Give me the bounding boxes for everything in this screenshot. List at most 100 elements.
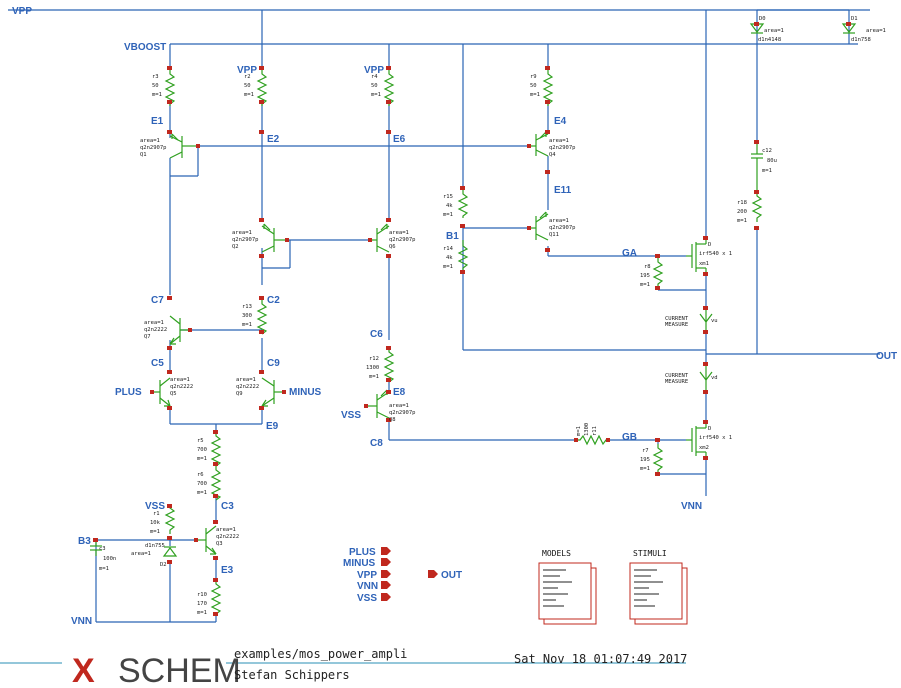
svg-text:q2n2907p: q2n2907p bbox=[389, 410, 416, 416]
svg-text:r13: r13 bbox=[242, 304, 252, 310]
svg-text:Q9: Q9 bbox=[236, 391, 243, 397]
svg-text:q2n2907p: q2n2907p bbox=[232, 237, 259, 243]
svg-text:q2n2222: q2n2222 bbox=[236, 384, 259, 390]
svg-text:10k: 10k bbox=[150, 520, 161, 526]
svg-text:r7: r7 bbox=[642, 448, 649, 454]
net-label-vpp-r4: VPP bbox=[364, 65, 384, 76]
port-vss[interactable]: VSS bbox=[357, 593, 377, 604]
svg-text:m=1: m=1 bbox=[150, 529, 160, 535]
models-doc[interactable]: MODELS bbox=[538, 549, 597, 625]
svg-text:c12: c12 bbox=[762, 148, 772, 154]
svg-text:170: 170 bbox=[197, 601, 207, 607]
svg-text:D2: D2 bbox=[160, 562, 167, 568]
svg-text:xm2: xm2 bbox=[699, 445, 709, 451]
svg-text:CURRENT: CURRENT bbox=[665, 373, 689, 379]
net-label-b1: B1 bbox=[446, 231, 459, 242]
component-symbols bbox=[90, 23, 857, 615]
net-label-e3: E3 bbox=[221, 565, 234, 576]
svg-text:m=1: m=1 bbox=[443, 264, 453, 270]
port-vnn[interactable]: VNN bbox=[357, 581, 378, 592]
svg-text:Q6: Q6 bbox=[389, 244, 396, 250]
svg-text:m=1: m=1 bbox=[737, 218, 747, 224]
svg-text:area=1: area=1 bbox=[170, 377, 190, 383]
svg-text:r12: r12 bbox=[369, 356, 379, 362]
net-label-c9: C9 bbox=[267, 358, 280, 369]
net-label-vnn-left: VNN bbox=[71, 616, 92, 627]
svg-text:D1: D1 bbox=[851, 16, 858, 22]
svg-text:vu: vu bbox=[711, 318, 718, 324]
resistor-r15 bbox=[457, 188, 469, 218]
svg-text:r6: r6 bbox=[197, 472, 204, 478]
resistor-r5 bbox=[210, 432, 222, 467]
svg-text:D0: D0 bbox=[759, 16, 766, 22]
pin-markers bbox=[93, 22, 851, 616]
net-label-c3: C3 bbox=[221, 501, 234, 512]
svg-text:Q5: Q5 bbox=[170, 391, 177, 397]
svg-text:50: 50 bbox=[371, 83, 378, 89]
net-label-vboost: VBOOST bbox=[124, 42, 166, 53]
svg-text:r11: r11 bbox=[592, 426, 598, 436]
resistor-r11 bbox=[576, 434, 610, 446]
port-plus[interactable]: PLUS bbox=[349, 547, 376, 558]
schematic-date: Sat Nov 18 01:07:49 2017 bbox=[514, 652, 687, 666]
resistor-r2 bbox=[256, 68, 268, 106]
xschem-logo-text: SCHEM bbox=[118, 652, 241, 688]
svg-text:m=1: m=1 bbox=[443, 212, 453, 218]
svg-text:r1: r1 bbox=[153, 511, 160, 517]
port-out[interactable]: OUT bbox=[441, 570, 462, 581]
svg-text:q2n2222: q2n2222 bbox=[216, 534, 239, 540]
svg-text:Q7: Q7 bbox=[144, 334, 151, 340]
svg-text:xm1: xm1 bbox=[699, 261, 709, 267]
svg-text:MEASURE: MEASURE bbox=[665, 322, 688, 328]
svg-text:m=1: m=1 bbox=[197, 490, 207, 496]
svg-text:Q2: Q2 bbox=[232, 244, 239, 250]
svg-text:m=1: m=1 bbox=[762, 168, 772, 174]
resistor-r3 bbox=[164, 68, 176, 106]
net-label-vss-q8: VSS bbox=[341, 410, 361, 421]
net-label-e4: E4 bbox=[554, 116, 567, 127]
resistor-r13 bbox=[256, 298, 268, 335]
net-label-c7: C7 bbox=[151, 295, 164, 306]
svg-text:area=1: area=1 bbox=[389, 403, 409, 409]
svg-text:area=1: area=1 bbox=[216, 527, 236, 533]
stimuli-doc[interactable]: STIMULI bbox=[629, 549, 688, 625]
svg-text:q2n2907p: q2n2907p bbox=[549, 225, 576, 231]
port-vpp[interactable]: VPP bbox=[357, 570, 377, 581]
resistor-r10 bbox=[210, 580, 222, 615]
svg-text:d1n755: d1n755 bbox=[145, 543, 165, 549]
net-label-e2: E2 bbox=[267, 134, 280, 145]
svg-text:d1n758: d1n758 bbox=[851, 37, 871, 43]
svg-text:195: 195 bbox=[640, 273, 650, 279]
svg-text:Q11: Q11 bbox=[549, 232, 559, 238]
net-label-e11: E11 bbox=[554, 185, 572, 196]
net-label-e8: E8 bbox=[393, 387, 406, 398]
svg-text:1300: 1300 bbox=[366, 365, 379, 371]
transistor-q6 bbox=[370, 223, 390, 253]
svg-text:r4: r4 bbox=[371, 74, 378, 80]
svg-text:D: D bbox=[708, 242, 711, 248]
resistor-r1 bbox=[164, 504, 176, 534]
svg-text:m=1: m=1 bbox=[197, 456, 207, 462]
svg-text:MEASURE: MEASURE bbox=[665, 379, 688, 385]
net-label-vnn-right: VNN bbox=[681, 501, 702, 512]
resistor-r4 bbox=[383, 68, 395, 106]
current-meter-vu bbox=[699, 306, 713, 332]
svg-text:d1n4148: d1n4148 bbox=[758, 37, 781, 43]
net-label-c8: C8 bbox=[370, 438, 383, 449]
port-minus[interactable]: MINUS bbox=[343, 558, 376, 569]
svg-text:r10: r10 bbox=[197, 592, 207, 598]
